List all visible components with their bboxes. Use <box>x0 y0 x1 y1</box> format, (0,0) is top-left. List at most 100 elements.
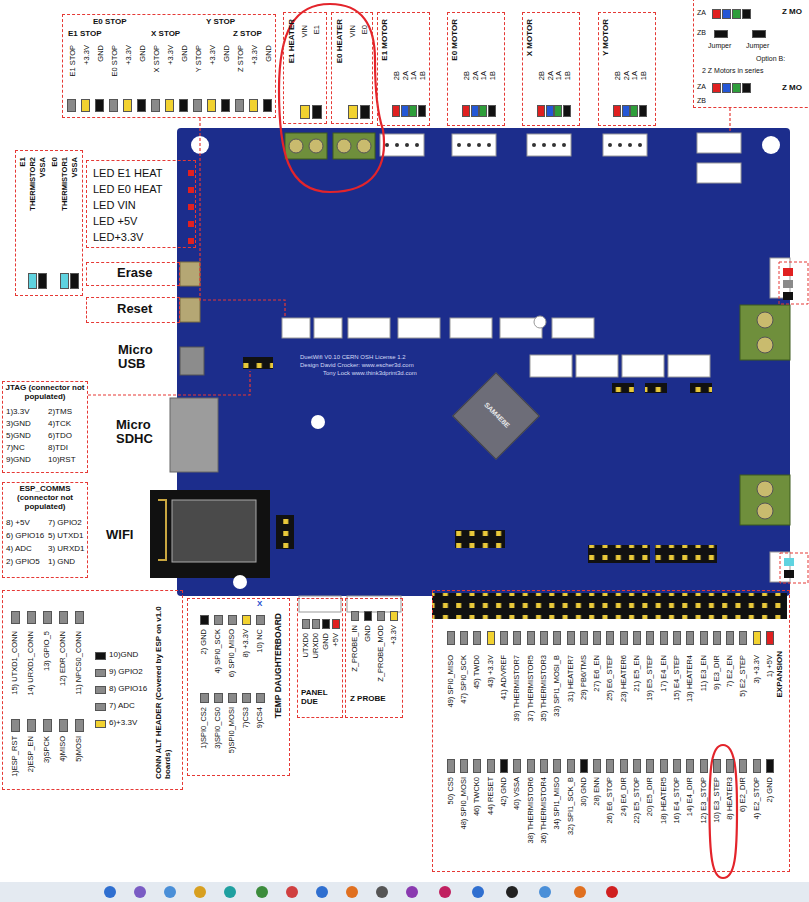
pin-label: +3.3V <box>125 45 133 65</box>
board-parts <box>697 163 741 183</box>
board-parts <box>784 558 794 566</box>
pin-label: +3.3V <box>390 625 398 645</box>
pin-square <box>742 83 751 93</box>
pin-label: 8)TDI <box>48 444 68 453</box>
pin-square <box>606 759 614 773</box>
pin-label: Y STOP <box>206 18 235 27</box>
pin-label: 15) E4_STEP <box>673 655 681 701</box>
pin-label: Z STOP <box>233 30 262 39</box>
pin-label: 10) E3_STEP <box>713 777 721 823</box>
taskbar <box>439 886 451 898</box>
pin-square <box>312 619 320 629</box>
leader-lines <box>200 118 285 316</box>
pin-label: 2B <box>463 71 471 80</box>
pin-square <box>722 83 731 93</box>
pin-label: 44) RESET <box>487 777 495 815</box>
pin-label: 2A <box>402 71 410 80</box>
pin-label: 6)TDO <box>48 432 72 441</box>
board-parts <box>467 143 471 147</box>
taskbar <box>376 886 388 898</box>
pin-label: GND <box>364 625 372 642</box>
pin-label: Jumper <box>708 42 731 50</box>
pin-square <box>714 30 728 38</box>
panel-due-box: UTXD0URXD0GND+5VPANEL DUE <box>297 598 343 718</box>
pin-label: 6) GPIO16 <box>6 532 44 541</box>
pin-label: GND <box>322 633 330 650</box>
pin-square <box>487 631 495 645</box>
pin-square <box>200 615 209 625</box>
taskbar <box>574 886 586 898</box>
pin-square <box>722 9 731 19</box>
pin-label: 45) TWD0 <box>473 655 481 689</box>
board-parts <box>180 262 200 286</box>
board-parts <box>395 143 399 147</box>
board-parts <box>170 398 218 472</box>
taskbar <box>104 886 116 898</box>
pin-label: 27) E6_EN <box>593 655 601 692</box>
pin-label: VSSA <box>39 157 47 177</box>
pin-square <box>639 105 647 117</box>
pin-square <box>418 105 426 117</box>
pin-label: 13) GPIO_5 <box>43 631 51 671</box>
pin-label: +3.3V <box>83 45 91 65</box>
board-parts <box>233 575 247 589</box>
board-parts <box>348 318 390 338</box>
pin-label: X <box>257 600 262 609</box>
pin-label: 6) SPI0_MISO <box>228 629 236 677</box>
pin-label: 14) E4_DIR <box>686 777 694 816</box>
pin-square <box>593 631 601 645</box>
pin-label: 49) SPI0_MISO <box>447 655 455 708</box>
board-parts <box>783 280 793 288</box>
led-list-box: LED E1 HEATLED E0 HEATLED VINLED +5VLED+… <box>86 160 196 248</box>
endstop-connector-box: E0 STOPY STOPE1 STOPX STOPZ STOPE1 STOP+… <box>62 14 276 118</box>
pin-label: X STOP <box>153 45 161 72</box>
pin-square <box>700 759 708 773</box>
pin-square <box>686 759 694 773</box>
pin-label: TEMP DAUGHTERBOARD <box>274 613 283 718</box>
pin-label: CONN ALT HEADER (Covered by ESP on v1.0 … <box>155 599 173 779</box>
pin-square <box>540 631 548 645</box>
pin-square <box>712 9 721 19</box>
processor-chip: SAM4E8E <box>452 372 540 460</box>
pin-square <box>713 631 721 645</box>
pin-label: 1)ESP_RST <box>11 736 19 777</box>
board-parts <box>638 143 642 147</box>
pin-label: 5)MOSI <box>75 736 83 762</box>
pin-square <box>401 105 409 117</box>
pin-label: 48) SPI0_MOSI <box>460 777 468 830</box>
leader-lines <box>729 108 730 131</box>
pin-label: 1) +5V <box>766 655 774 677</box>
pin-label: Y MOTOR <box>602 19 611 56</box>
board-parts <box>552 318 594 338</box>
pin-square <box>739 759 747 773</box>
board-parts <box>576 355 618 377</box>
pin-label: THERMISTOR1 <box>61 157 69 211</box>
board-parts <box>668 355 710 377</box>
pin-label: 5)GND <box>6 432 31 441</box>
pin-square <box>409 105 417 117</box>
pin-square <box>109 99 118 112</box>
pin-label: 2B <box>393 71 401 80</box>
pin-square <box>686 631 694 645</box>
pin-label: Z_PROBE_MOD <box>377 625 385 682</box>
pin-square <box>712 83 721 93</box>
pin-label: 1) GND <box>48 558 75 567</box>
taskbar <box>0 882 809 902</box>
pin-label: 3)GND <box>6 420 31 429</box>
board-parts <box>172 500 256 562</box>
pin-label: E1 <box>19 157 28 167</box>
board-parts <box>783 292 793 300</box>
taskbar <box>406 886 418 898</box>
pin-label: Tony Lock www.think3dprint3d.com <box>323 370 417 377</box>
pin-square <box>75 611 84 624</box>
board-parts <box>455 530 505 548</box>
pin-square <box>606 631 614 645</box>
pin-label: 24) E6_DIR <box>620 777 628 816</box>
pin-square <box>732 9 741 19</box>
board-parts <box>552 143 556 147</box>
pin-square <box>179 99 188 112</box>
board-parts <box>158 500 166 560</box>
pin-label: 1)SPI0_CS2 <box>200 707 208 749</box>
pin-label: 1A <box>410 71 418 80</box>
taskbar <box>194 886 206 898</box>
